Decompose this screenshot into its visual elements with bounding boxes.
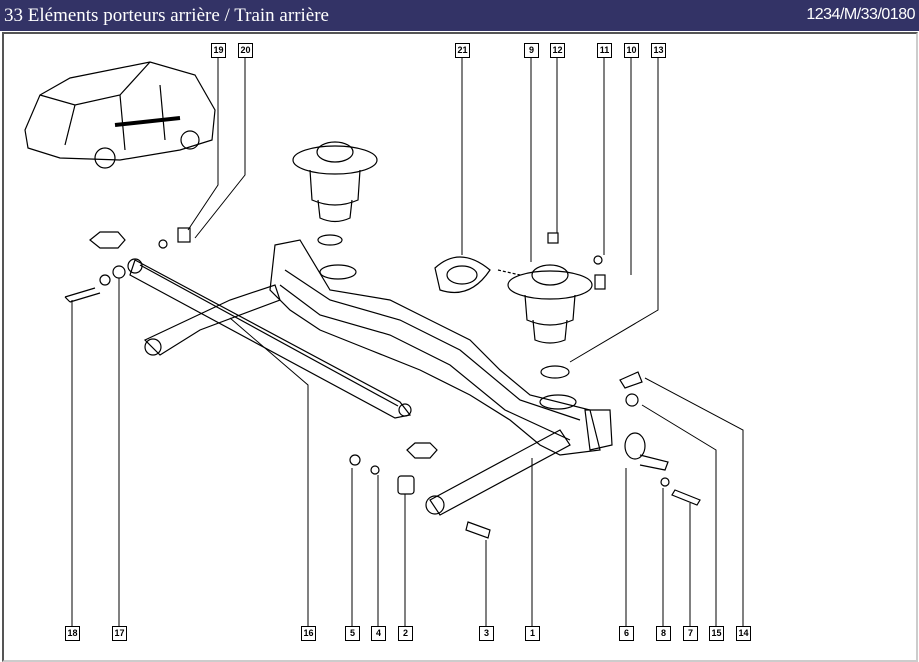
callout-3[interactable]: 3: [479, 626, 494, 641]
callout-16[interactable]: 16: [301, 626, 316, 641]
callout-12[interactable]: 12: [550, 43, 565, 58]
callout-15[interactable]: 15: [709, 626, 724, 641]
callout-6[interactable]: 6: [619, 626, 634, 641]
callout-19[interactable]: 19: [211, 43, 226, 58]
callout-8[interactable]: 8: [656, 626, 671, 641]
callout-13[interactable]: 13: [651, 43, 666, 58]
callout-9[interactable]: 9: [524, 43, 539, 58]
hardware-parts: [64, 227, 701, 539]
callout-7[interactable]: 7: [683, 626, 698, 641]
rear-axle-beam: [143, 239, 613, 516]
shock-mount-right: [434, 256, 593, 410]
callout-4[interactable]: 4: [371, 626, 386, 641]
tie-rod: [127, 258, 412, 419]
callout-2[interactable]: 2: [398, 626, 413, 641]
callout-14[interactable]: 14: [736, 626, 751, 641]
title-bar: 33 Eléments porteurs arrière / Train arr…: [0, 0, 919, 31]
vehicle-thumbnail: [24, 61, 216, 169]
leader-lines: [71, 57, 744, 626]
callout-18[interactable]: 18: [65, 626, 80, 641]
shock-mount-left: [292, 141, 378, 280]
callout-21[interactable]: 21: [455, 43, 470, 58]
callout-20[interactable]: 20: [238, 43, 253, 58]
callout-17[interactable]: 17: [112, 626, 127, 641]
callout-5[interactable]: 5: [345, 626, 360, 641]
callout-11[interactable]: 11: [597, 43, 612, 58]
callout-1[interactable]: 1: [525, 626, 540, 641]
callout-10[interactable]: 10: [624, 43, 639, 58]
diagram-frame: [2, 32, 918, 662]
page-title: 33 Eléments porteurs arrière / Train arr…: [4, 5, 329, 26]
document-reference: 1234/M/33/0180: [806, 6, 915, 23]
